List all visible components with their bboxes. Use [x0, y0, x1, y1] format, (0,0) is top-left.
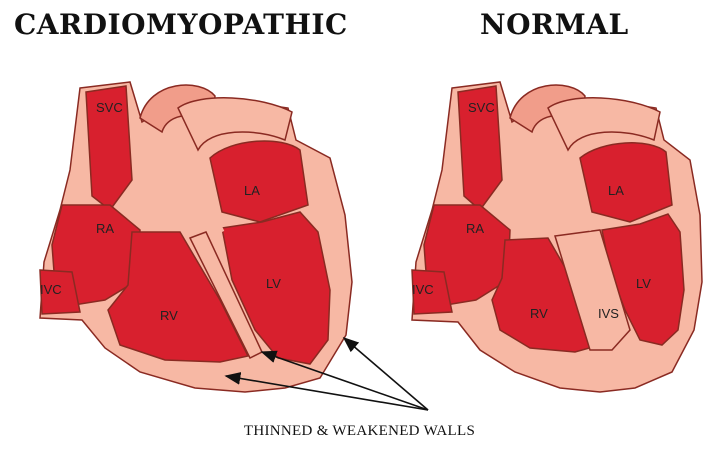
pulmonary-trunk	[177, 97, 293, 152]
left-ventricle	[221, 211, 331, 365]
svc-vessel	[85, 85, 133, 212]
svc-label-right: SVC	[468, 100, 495, 115]
normal-heart	[411, 81, 703, 393]
ra-label-left: RA	[96, 221, 114, 236]
valve-chords	[147, 139, 225, 234]
pulmonary-trunk	[547, 97, 661, 152]
wall-arrows	[224, 336, 429, 411]
lv-label-left: LV	[266, 276, 281, 291]
ra-label-right: RA	[466, 221, 484, 236]
right-ventricle	[107, 231, 250, 363]
cardiomyopathic-title: CARDIOMYOPATHIC	[14, 8, 348, 41]
arrow-to-outer-wall	[342, 336, 429, 411]
la-label-left: LA	[244, 183, 260, 198]
interventricular-septum	[554, 229, 631, 351]
normal-title: NORMAL	[480, 8, 629, 41]
walls-caption: THINNED & WEAKENED WALLS	[243, 423, 476, 439]
la-label-right: LA	[608, 183, 624, 198]
valve-chords	[517, 139, 595, 232]
left-atrium	[579, 142, 673, 223]
arrow-to-rv-wall	[224, 372, 429, 411]
rv-label-left: RV	[160, 308, 178, 323]
ivc-vessel	[411, 269, 453, 315]
lv-label-right: LV	[636, 276, 651, 291]
ivs-label-right: IVS	[598, 306, 619, 321]
cardiomyopathic-heart	[39, 81, 353, 393]
arrow-to-septum	[260, 350, 429, 411]
svc-vessel	[457, 85, 503, 212]
rv-label-right: RV	[530, 306, 548, 321]
ivc-label-left: IVC	[40, 282, 62, 297]
ivc-vessel	[39, 269, 81, 315]
ivc-label-right: IVC	[412, 282, 434, 297]
svc-label-left: SVC	[96, 100, 123, 115]
left-atrium	[209, 140, 309, 223]
